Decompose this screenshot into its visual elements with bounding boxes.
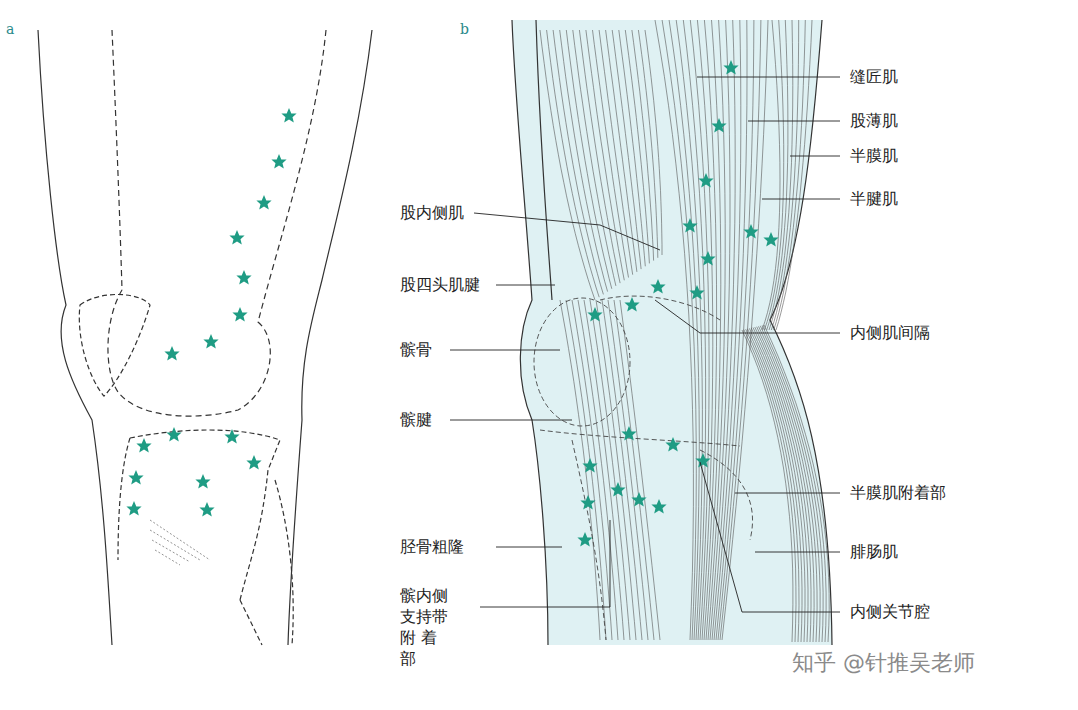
panel-a-outline [38,30,372,645]
fiber-line [602,300,642,640]
fiber-line [764,20,783,330]
leader-lines [450,77,840,612]
part-label: 半膜肌 [848,146,900,166]
fiber-line [620,300,660,640]
part-label: 股四头肌腱 [398,275,482,295]
fiber-line [560,300,600,640]
fiber-line [573,30,616,286]
part-label: 髌腱 [398,410,434,430]
fiber-line [762,325,826,642]
part-label: 半腱肌 [848,189,900,209]
fiber-line [774,20,806,330]
fiber-line [748,329,803,642]
fiber-line [722,20,768,640]
fiber-line [708,20,725,640]
part-label: 胫骨粗隆 [398,537,466,557]
fiber-line [769,20,793,330]
watermark: 知乎 @针推吴老师 [790,649,977,677]
part-label: 内侧肌间隔 [848,323,932,343]
fiber-line [762,20,780,330]
fiber-line [760,326,823,642]
fiber-line [540,30,595,300]
fiber-line [676,20,702,640]
fiber-line [767,20,788,330]
fiber-line [553,30,603,294]
fiber-line [669,20,699,640]
fiber-line [645,30,662,255]
fiber-line [608,300,648,640]
fiber-line [579,30,620,283]
fiber-line [566,30,612,289]
fiber-line [690,20,709,640]
fiber-line [586,30,624,280]
panel-b-stars [577,60,778,547]
fiber-line [755,327,814,642]
muscle-fibers [540,20,829,642]
panel-letter: a [4,21,16,39]
fiber-line [584,300,624,640]
part-label: 髌内侧 支持带附 着部 [398,586,455,669]
fiber-line [764,325,829,642]
fiber-line [706,20,721,640]
panel-letter: b [458,21,471,39]
panel-a-stars [126,108,296,517]
fiber-line [753,328,811,643]
fiber-line [776,20,812,330]
part-label: 半膜肌附着部 [848,483,948,503]
fiber-line [746,329,799,642]
fiber-line [714,20,741,640]
fiber-line [759,326,821,642]
fiber-line [606,30,637,272]
fiber-line [697,20,712,640]
fiber-line [614,300,654,640]
fiber-line [560,30,608,292]
fiber-line [716,20,747,640]
fiber-line [638,30,657,258]
part-label: 股内侧肌 [398,203,466,223]
fiber-line [619,30,646,266]
fiber-line [720,20,761,640]
part-label: 髌骨 [398,340,434,360]
panel-b-outline [512,20,832,645]
part-label: 腓肠肌 [848,542,900,562]
fiber-line [757,327,817,642]
part-label: 内侧关节腔 [848,602,932,622]
part-label: 股薄肌 [848,111,900,131]
fiber-line [683,20,705,640]
fiber-line [662,20,696,640]
fiber-line [744,330,796,642]
leg-fill [512,20,832,645]
part-label: 缝匠肌 [848,67,900,87]
panel-b-dashed [534,296,753,640]
